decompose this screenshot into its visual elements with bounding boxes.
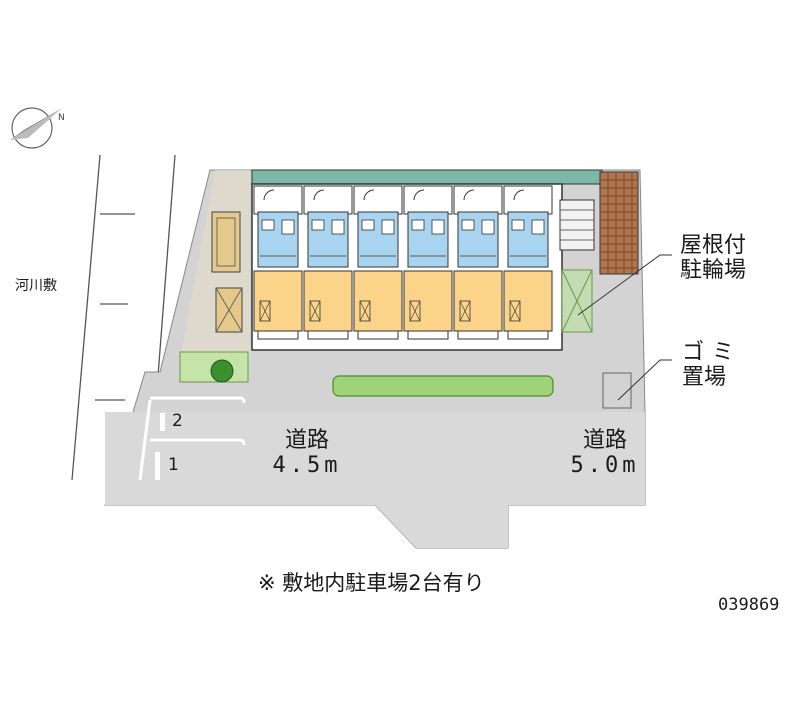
parking-lines [138, 396, 246, 481]
bike-area-green [561, 269, 593, 333]
apartment-unit [503, 185, 553, 340]
apartment-unit [303, 185, 353, 340]
bike-parking-label-line2: 駐輪場 [680, 258, 747, 284]
property-id: 039869 [718, 595, 780, 615]
compass-icon: N [10, 107, 65, 149]
roofed-bike-parking [599, 171, 639, 275]
stairs [559, 199, 595, 251]
road-left-label: 道路 4.5m [262, 428, 352, 479]
road-left-name: 道路 [284, 428, 329, 453]
apartment-unit [453, 185, 503, 340]
parking-slot-marker-1 [155, 452, 160, 480]
apartment-unit [253, 185, 303, 340]
bike-rack-left-upper [211, 211, 241, 273]
road-area [105, 412, 645, 548]
apartment-unit [353, 185, 403, 340]
garbage-label-line1: ゴミ [682, 340, 743, 365]
bike-rack-left-lower [215, 287, 243, 333]
garbage-label-line2: 置場 [682, 365, 727, 391]
parking-slot-2-label: 2 [172, 411, 183, 431]
river-bank-label: 河川敷 [15, 278, 57, 294]
garbage-area [602, 372, 632, 409]
road-right-width: 5.0m [570, 453, 640, 479]
parking-slot-1-label: 1 [168, 455, 179, 475]
building-roof [251, 169, 603, 185]
garbage-label: ゴミ 置場 [682, 340, 742, 391]
bike-parking-label-line1: 屋根付 [680, 233, 747, 258]
parking-slot-marker-2 [160, 413, 165, 431]
apartment-building [251, 183, 563, 351]
compass-north-letter: N [58, 113, 65, 123]
parking-note: ※ 敷地内駐車場2台有り [258, 571, 485, 595]
tree-icon [210, 359, 234, 383]
leader-lines [577, 254, 672, 401]
apartment-unit [403, 185, 453, 340]
bike-parking-label: 屋根付 駐輪場 [680, 233, 746, 284]
road-right-label: 道路 5.0m [560, 428, 650, 479]
road-left-width: 4.5m [272, 453, 342, 479]
hedge [332, 375, 554, 397]
road-right-name: 道路 [582, 428, 627, 453]
